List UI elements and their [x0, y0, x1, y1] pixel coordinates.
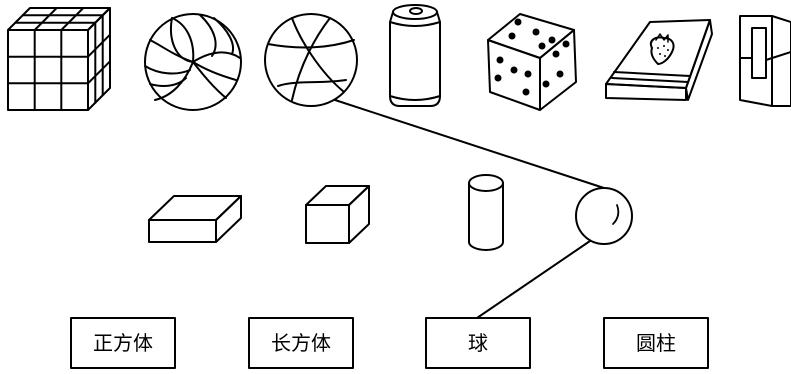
sphere-shape-icon: [575, 187, 633, 245]
label-cuboid: 长方体: [271, 331, 331, 355]
label-box-cylinder: 圆柱: [603, 317, 709, 369]
cylinder-shape-icon: [468, 174, 504, 251]
connector-basketball-to-sphere: [334, 99, 605, 189]
label-box-cuboid: 长方体: [248, 317, 354, 369]
cube-shape-icon: [305, 185, 370, 244]
juice-box-icon: [739, 15, 791, 107]
volleyball-icon: [144, 13, 242, 111]
label-box-sphere: 球: [425, 317, 531, 369]
label-sphere: 球: [468, 331, 488, 355]
label-cylinder: 圆柱: [636, 331, 676, 355]
connector-sphere-to-label: [476, 240, 591, 319]
dice-icon: [487, 13, 577, 111]
cuboid-shape-icon: [148, 195, 242, 243]
rubiks-cube-icon: [7, 7, 111, 111]
strawberry-icon: [650, 33, 675, 65]
strawberry-box-icon: [605, 19, 713, 101]
label-box-cube: 正方体: [70, 317, 176, 369]
label-cube: 正方体: [93, 331, 153, 355]
basketball-icon: [264, 13, 358, 107]
soda-can-icon: [389, 4, 441, 107]
